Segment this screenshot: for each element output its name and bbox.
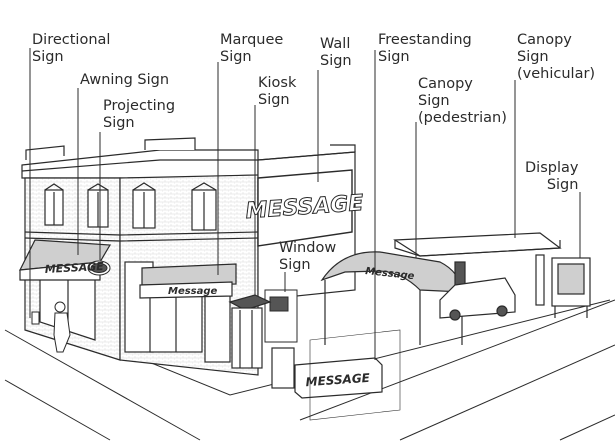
label-line: Projecting <box>103 98 176 114</box>
awning <box>18 239 112 281</box>
label-display-sign: Display Sign <box>525 160 578 194</box>
label-window-sign: Window Sign <box>279 240 336 274</box>
display-sign-cabinet <box>551 257 591 318</box>
label-line: Freestanding <box>378 32 472 48</box>
window-sign-pane <box>264 289 298 343</box>
label-line: Sign <box>418 93 450 109</box>
label-line: Sign <box>378 49 410 65</box>
label-line: Canopy <box>418 76 473 92</box>
label-line: Sign <box>517 49 549 65</box>
label-line: (pedestrian) <box>418 110 507 126</box>
marquee-canopy <box>139 263 237 299</box>
label-canopy-sign-pedestrian: Canopy Sign (pedestrian) <box>418 76 507 127</box>
label-canopy-sign-vehicular: Canopy Sign (vehicular) <box>517 32 595 83</box>
marquee-sign-text: Message <box>168 286 218 297</box>
freestanding-monument <box>271 329 401 421</box>
canopy-sign-text: Message <box>365 266 415 282</box>
pedestrian-figure <box>31 301 71 353</box>
kiosk-structure <box>228 294 272 369</box>
label-line: Awning Sign <box>80 72 170 88</box>
label-line: Window <box>279 240 337 256</box>
label-line: Directional <box>32 32 111 48</box>
label-kiosk-sign: Kiosk Sign <box>258 75 296 109</box>
label-line: Canopy <box>517 32 572 48</box>
label-line: Sign <box>103 115 135 131</box>
label-line: (vehicular) <box>517 66 596 82</box>
label-directional-sign: Directional Sign <box>32 32 110 66</box>
leader-lines <box>29 48 581 360</box>
label-line: Sign <box>220 49 252 65</box>
label-line: Display <box>525 160 579 176</box>
label-line: Marquee <box>220 32 284 48</box>
projecting-sign-blade <box>87 260 111 276</box>
label-awning-sign: Awning Sign <box>80 72 169 89</box>
wall-sign-board <box>257 169 353 247</box>
vehicular-canopy <box>393 232 562 321</box>
label-line: Sign <box>279 257 311 273</box>
label-line: Wall <box>320 36 351 52</box>
label-line: Sign <box>258 92 290 108</box>
label-projecting-sign: Projecting Sign <box>103 98 175 132</box>
awning-sign-text: MESSAGE <box>44 260 104 276</box>
label-wall-sign: Wall Sign <box>320 36 352 70</box>
label-line: Sign <box>546 177 579 193</box>
label-freestanding-sign: Freestanding Sign <box>378 32 472 66</box>
label-line: Sign <box>320 53 352 69</box>
freestanding-sign-text: MESSAGE <box>305 371 371 390</box>
label-line: Kiosk <box>258 75 297 91</box>
label-line: Sign <box>32 49 64 65</box>
label-marquee-sign: Marquee Sign <box>220 32 283 66</box>
